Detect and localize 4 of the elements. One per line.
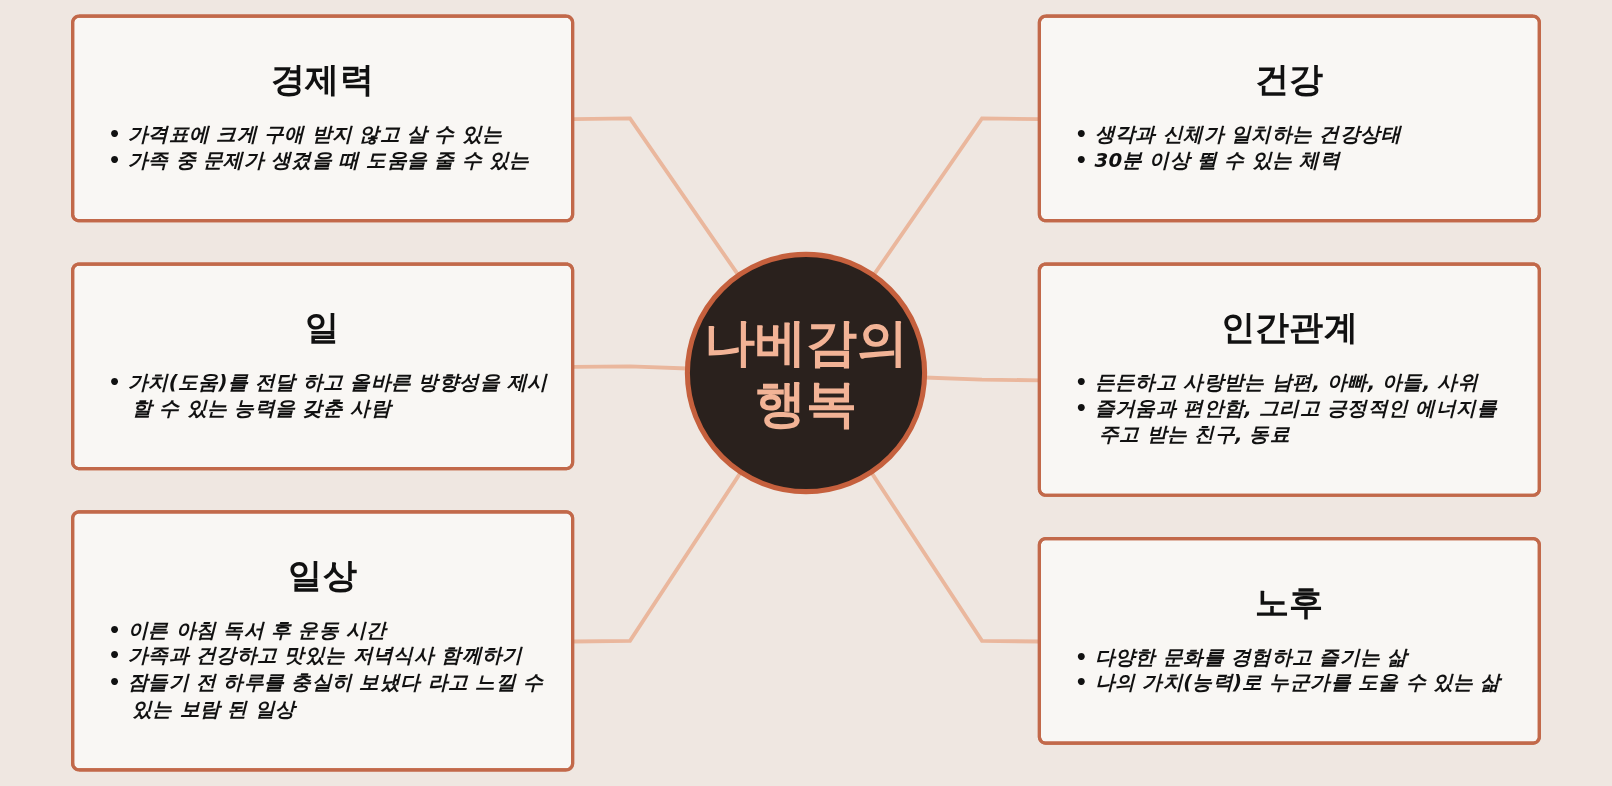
connector: [573, 116, 741, 277]
connector: [573, 364, 688, 371]
connector: [573, 471, 743, 644]
node-circle: 나베감의 행복: [684, 251, 928, 495]
